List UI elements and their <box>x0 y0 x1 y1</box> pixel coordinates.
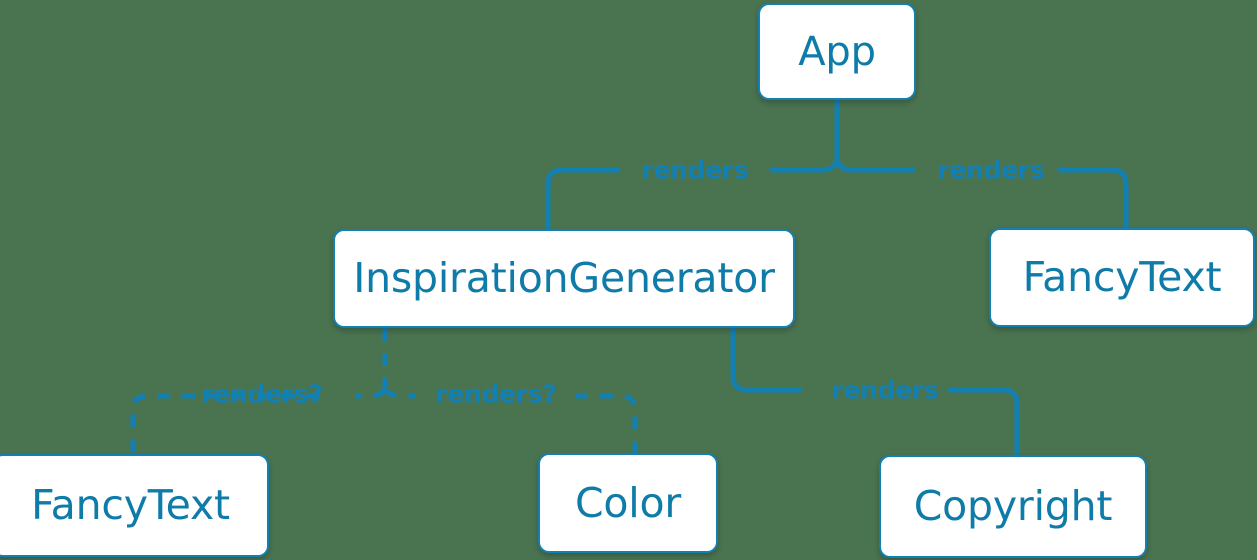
node-fancytext-bottom-label: FancyText <box>31 481 230 529</box>
edge-label-app-fancytext: renders <box>937 155 1045 185</box>
edge-inspgen-to-copyright-tail <box>947 387 1020 458</box>
node-copyright[interactable]: Copyright <box>879 455 1147 558</box>
node-app[interactable]: App <box>758 3 916 100</box>
node-color[interactable]: Color <box>538 453 718 553</box>
edge-inspgen-to-copyright <box>730 325 803 393</box>
node-inspirationgenerator-label: InspirationGenerator <box>353 254 775 302</box>
node-app-label: App <box>798 28 876 75</box>
edge-label-app-inspirationgenerator: renders <box>641 155 749 185</box>
node-fancytext-right-label: FancyText <box>1022 253 1222 301</box>
edge-label-inspirationgenerator-copyright: renders <box>831 375 939 405</box>
edge-app-to-inspgen <box>769 158 840 173</box>
edge-label-inspirationgenerator-color: renders? <box>435 379 557 409</box>
edge-app-to-fancytext <box>834 158 916 173</box>
edge-app-to-inspgen-tail <box>545 167 621 232</box>
edge-app-to-fancytext-tail <box>1057 167 1129 231</box>
edge-inspgen-to-color-dashed-tail <box>575 393 638 455</box>
edge-label-inspirationgenerator-fancytext: renders? <box>201 379 323 409</box>
edge-inspgen-to-fancytext-dashed <box>355 388 387 399</box>
edge-inspgen-to-color-dashed <box>383 388 415 399</box>
node-fancytext-right[interactable]: FancyText <box>989 228 1255 327</box>
node-inspirationgenerator[interactable]: InspirationGenerator <box>333 229 795 328</box>
node-copyright-label: Copyright <box>913 482 1113 530</box>
node-fancytext-bottom[interactable]: FancyText <box>0 454 269 557</box>
node-color-label: Color <box>574 478 682 527</box>
